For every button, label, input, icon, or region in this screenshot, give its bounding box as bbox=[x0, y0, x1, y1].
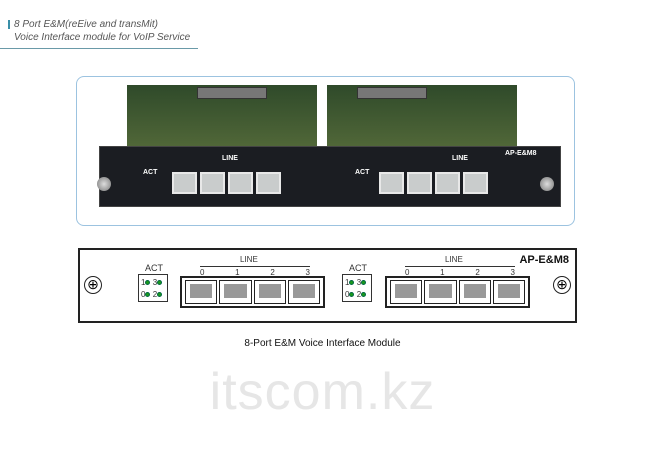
rj45-port bbox=[253, 280, 286, 304]
led-label: 2 bbox=[356, 290, 362, 299]
rj45-port bbox=[435, 172, 460, 194]
rj45-port bbox=[256, 172, 281, 194]
photo-model-label: AP-E&M8 bbox=[505, 150, 537, 157]
screw-icon bbox=[97, 177, 111, 191]
rj45-port-group bbox=[180, 276, 325, 308]
faceplate bbox=[99, 146, 561, 207]
header-subtitle: Voice Interface module for VoIP Service bbox=[14, 32, 191, 43]
act-label: ACT bbox=[349, 263, 367, 273]
port-number: 2 bbox=[270, 268, 275, 277]
led-icon bbox=[361, 280, 367, 286]
led-icon bbox=[145, 280, 151, 286]
port-number: 0 bbox=[200, 268, 205, 277]
rj45-port bbox=[379, 172, 404, 194]
led-icon bbox=[361, 292, 367, 298]
led-icon bbox=[349, 292, 355, 298]
line-label: LINE bbox=[445, 255, 463, 264]
rj45-port bbox=[219, 280, 252, 304]
rj45-port bbox=[287, 280, 320, 304]
rj45-port bbox=[228, 172, 253, 194]
photo-act-label: ACT bbox=[355, 169, 370, 176]
led-label: 3 bbox=[152, 278, 158, 287]
port-number: 3 bbox=[510, 268, 515, 277]
rj45-port bbox=[463, 172, 488, 194]
led-icon bbox=[349, 280, 355, 286]
port-number: 3 bbox=[305, 268, 310, 277]
led-label: 0 bbox=[141, 290, 146, 299]
screw-icon: ⊕ bbox=[84, 276, 102, 294]
connector-right bbox=[357, 87, 427, 99]
act-label: ACT bbox=[145, 263, 163, 273]
photo-line-label: LINE bbox=[452, 155, 468, 162]
led-label: 0 bbox=[345, 290, 350, 299]
watermark: itscom.kz bbox=[209, 363, 436, 421]
rj45-port bbox=[172, 172, 197, 194]
port-numbers: 0 1 2 3 bbox=[200, 266, 310, 277]
header-accent-bar bbox=[8, 20, 10, 29]
port-number: 2 bbox=[475, 268, 480, 277]
rj45-port bbox=[492, 280, 525, 304]
rj45-port bbox=[424, 280, 457, 304]
port-numbers: 0 1 2 3 bbox=[405, 266, 515, 277]
led-label: 3 bbox=[356, 278, 362, 287]
port-number: 0 bbox=[405, 268, 410, 277]
product-header: 8 Port E&M(reEive and transMit) Voice In… bbox=[8, 18, 190, 44]
rj45-port bbox=[185, 280, 218, 304]
header-title: 8 Port E&M(reEive and transMit) bbox=[14, 19, 158, 30]
led-label: 1 bbox=[345, 278, 350, 287]
photo-line-label: LINE bbox=[222, 155, 238, 162]
rj45-port bbox=[407, 172, 432, 194]
led-label: 2 bbox=[152, 290, 158, 299]
led-icon bbox=[157, 292, 163, 298]
port-number: 1 bbox=[235, 268, 240, 277]
led-label: 1 bbox=[141, 278, 146, 287]
diagram-model-label: AP-E&M8 bbox=[519, 254, 569, 266]
rj45-port bbox=[200, 172, 225, 194]
screw-icon bbox=[540, 177, 554, 191]
photo-act-label: ACT bbox=[143, 169, 158, 176]
screw-icon: ⊕ bbox=[553, 276, 571, 294]
header-divider bbox=[0, 48, 198, 49]
connector-left bbox=[197, 87, 267, 99]
product-photo: AP-E&M8 ACT ACT LINE LINE bbox=[76, 76, 575, 226]
rj45-port bbox=[458, 280, 491, 304]
led-icon bbox=[157, 280, 163, 286]
port-number: 1 bbox=[440, 268, 445, 277]
led-icon bbox=[145, 292, 151, 298]
line-label: LINE bbox=[240, 255, 258, 264]
caption: 8-Port E&M Voice Interface Module bbox=[244, 338, 401, 349]
rj45-port bbox=[390, 280, 423, 304]
rj45-port-group bbox=[385, 276, 530, 308]
